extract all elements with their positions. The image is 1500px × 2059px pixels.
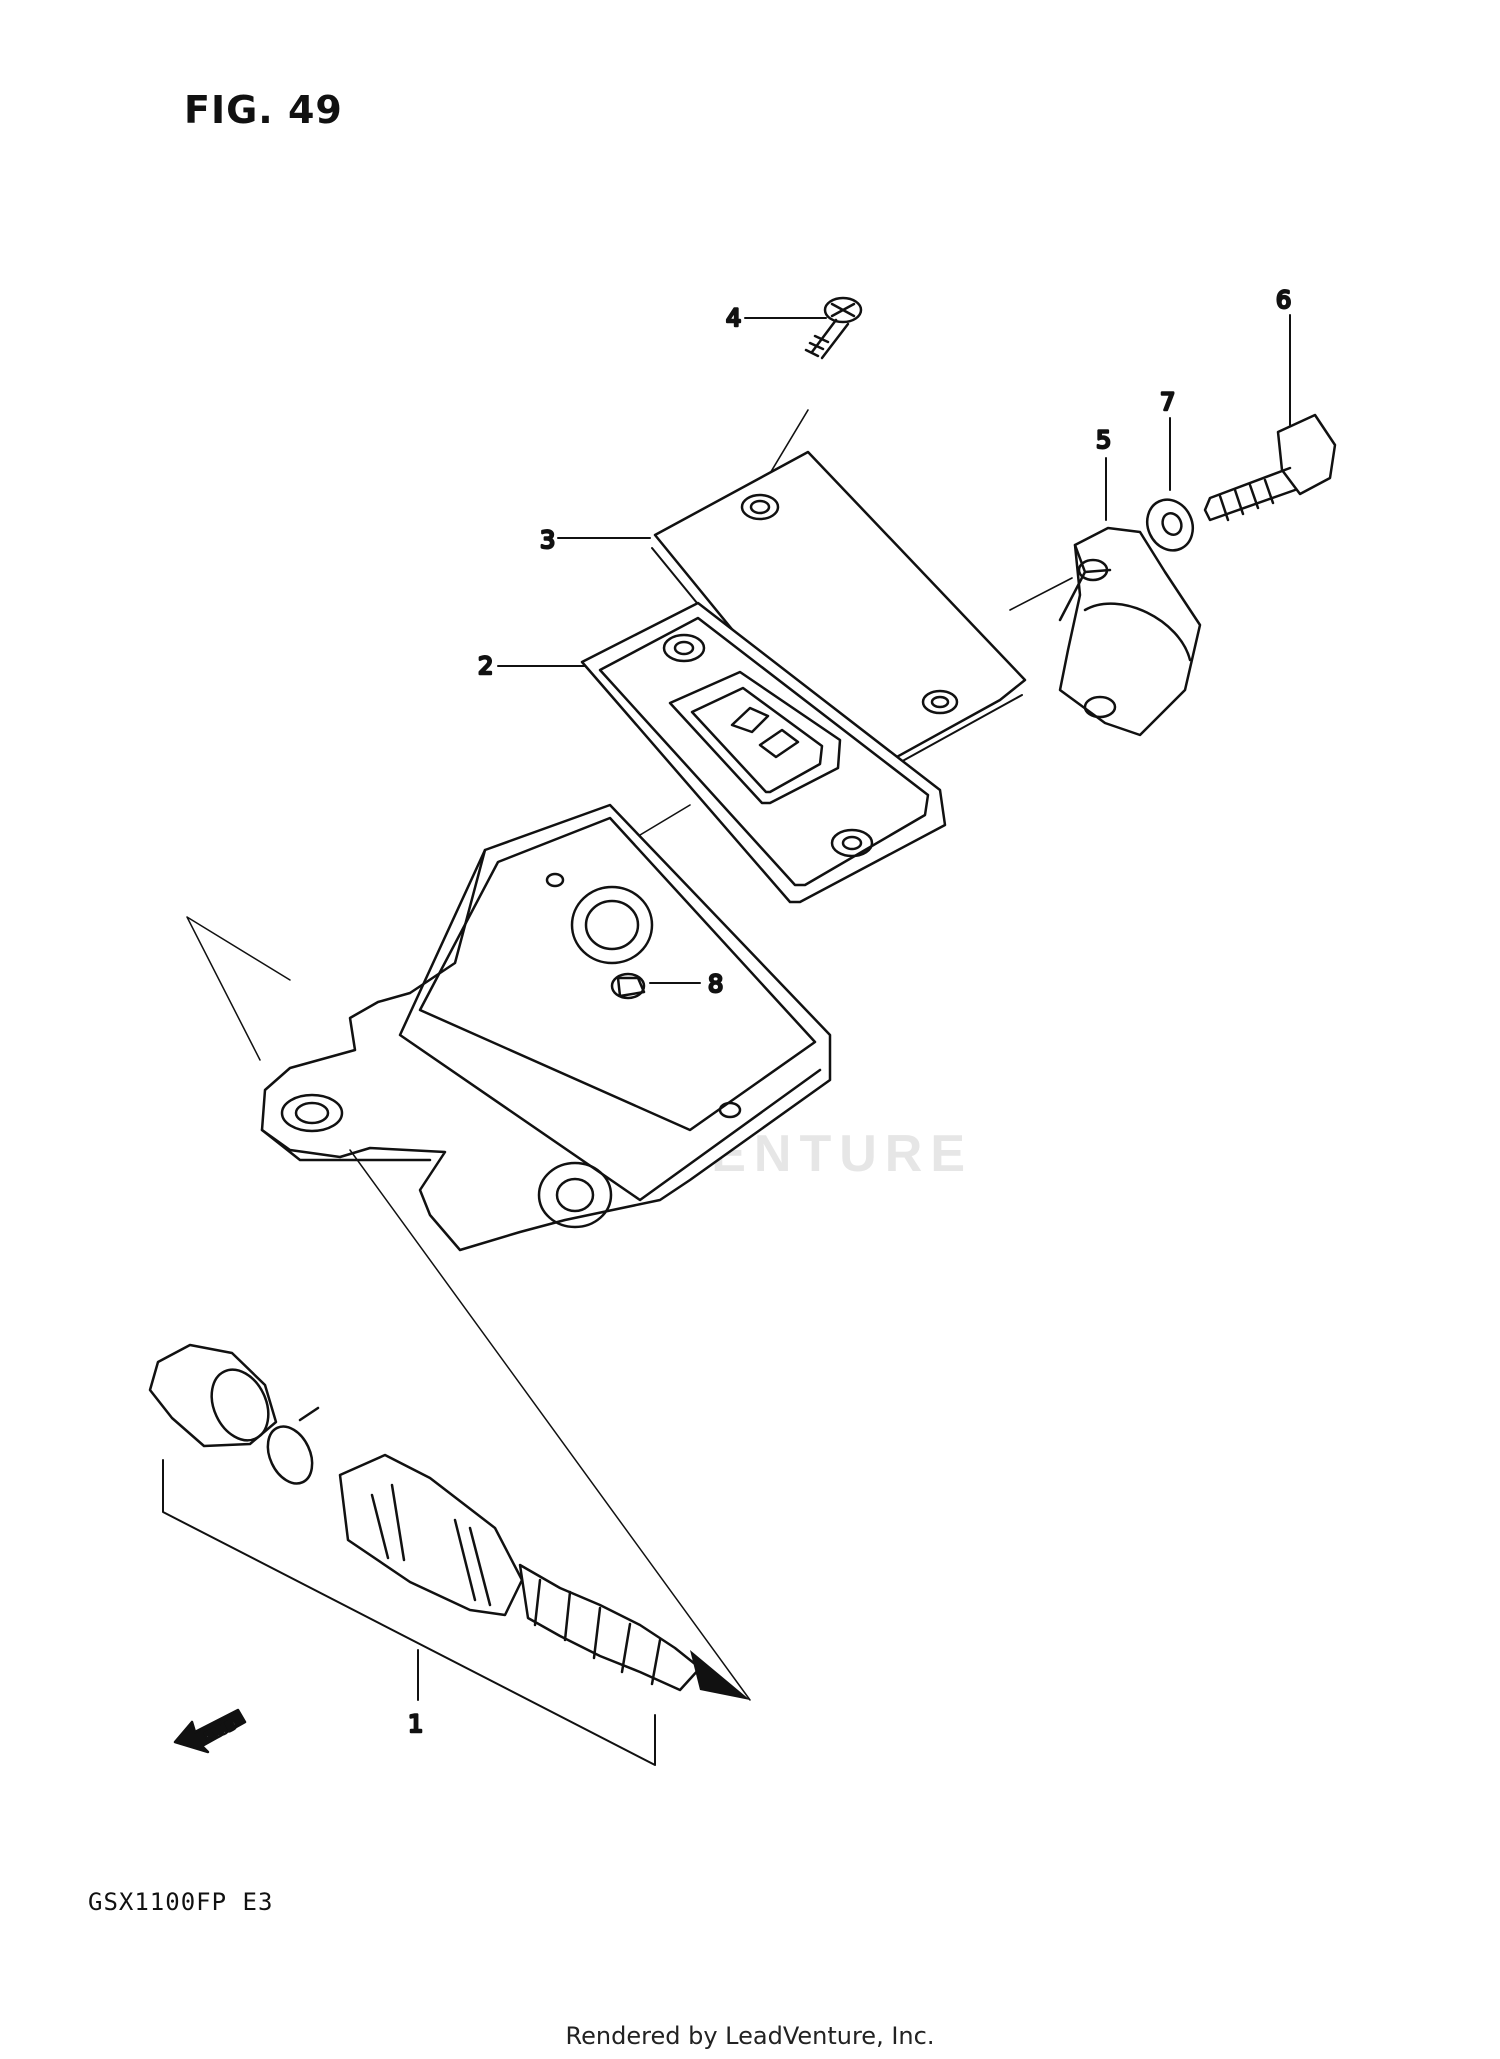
callout-2: 2 xyxy=(478,652,493,680)
model-code: GSX1100FP E3 xyxy=(88,1888,274,1916)
part-5-clamp[interactable] xyxy=(1058,526,1202,737)
part-4-screw[interactable] xyxy=(804,296,863,360)
part-8-nut[interactable] xyxy=(610,972,646,1000)
part-1-piston-kit[interactable] xyxy=(148,1343,702,1692)
part-6-bolt[interactable] xyxy=(1203,413,1337,522)
callout-7: 7 xyxy=(1160,388,1175,416)
figure-title: FIG. 49 xyxy=(184,88,343,132)
clamp-axis-line xyxy=(1009,577,1073,611)
callout-3: 3 xyxy=(540,526,555,554)
footer-credit: Rendered by LeadVenture, Inc. xyxy=(565,2022,935,2050)
callout-5: 5 xyxy=(1096,426,1111,454)
callout-8: 8 xyxy=(708,970,723,998)
callout-6: 6 xyxy=(1276,286,1291,314)
fwd-arrow-icon: FWD xyxy=(173,1708,247,1754)
callout-1: 1 xyxy=(408,1710,423,1738)
part-7-washer[interactable] xyxy=(1139,492,1201,558)
bracket-part-1 xyxy=(162,1459,656,1766)
callout-4: 4 xyxy=(726,304,741,332)
assembly-guide-lines xyxy=(186,916,751,1701)
master-cylinder-body[interactable] xyxy=(260,803,832,1252)
part-2-diaphragm[interactable] xyxy=(580,601,947,904)
diaphragm-axis-line xyxy=(639,804,691,836)
